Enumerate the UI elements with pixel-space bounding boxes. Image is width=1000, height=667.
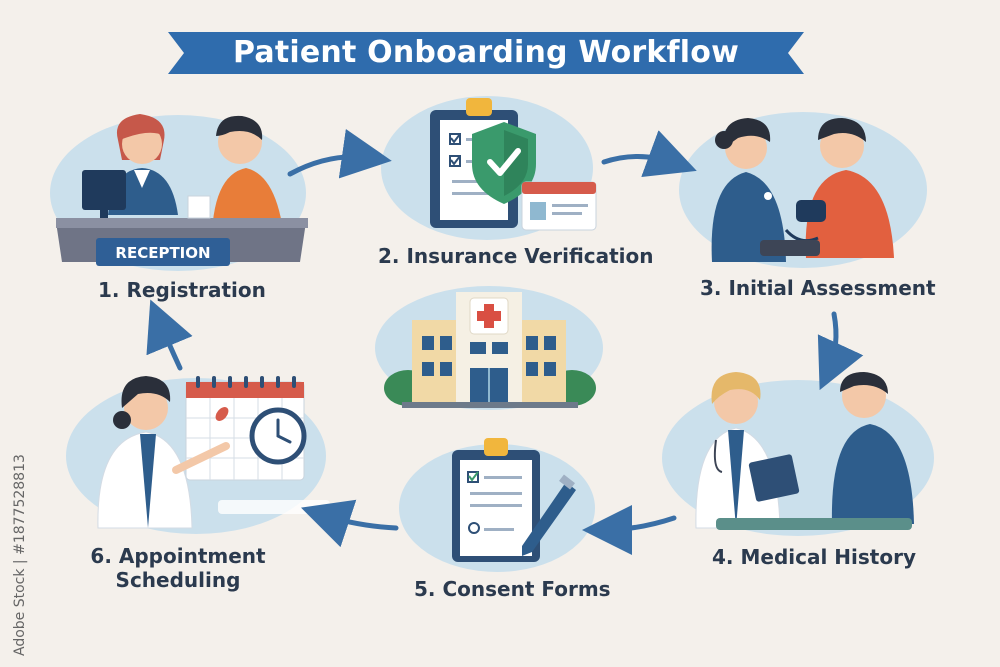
appointment-scheduling-illustration bbox=[66, 376, 330, 534]
arrow-assessment-to-history bbox=[817, 311, 864, 391]
stock-watermark-text: Adobe Stock | #1877528813 bbox=[12, 454, 28, 656]
step-6-label-line-1: 6. Appointment bbox=[90, 544, 266, 568]
step-3-label: 3. Initial Assessment bbox=[700, 276, 936, 300]
step-6-label-line-2: Scheduling bbox=[115, 568, 241, 592]
arrow-registration-to-insurance bbox=[287, 129, 392, 179]
registration-illustration: RECEPTION bbox=[50, 114, 308, 271]
reception-sign: RECEPTION bbox=[115, 244, 210, 262]
step-6-label: 6. Appointment Scheduling bbox=[88, 544, 268, 592]
arrow-scheduling-to-registration bbox=[146, 299, 193, 371]
insurance-verification-illustration bbox=[381, 96, 597, 240]
banner-ribbon bbox=[168, 32, 804, 74]
step-4-label: 4. Medical History bbox=[712, 545, 916, 569]
arrow-insurance-to-assessment bbox=[601, 130, 697, 178]
hospital-illustration bbox=[375, 286, 603, 410]
diagram-title: Patient Onboarding Workflow bbox=[233, 35, 739, 70]
title-banner: Patient Onboarding Workflow bbox=[168, 30, 804, 76]
stock-watermark: Adobe Stock | #1877528813 bbox=[8, 420, 30, 660]
step-5-label: 5. Consent Forms bbox=[414, 577, 611, 601]
step-2-label: 2. Insurance Verification bbox=[378, 244, 654, 268]
consent-forms-illustration bbox=[399, 438, 595, 572]
step-1-label: 1. Registration bbox=[98, 278, 266, 302]
arrow-history-to-consent bbox=[582, 504, 677, 555]
arrow-consent-to-scheduling bbox=[301, 499, 399, 548]
initial-assessment-illustration bbox=[679, 112, 927, 268]
medical-history-illustration bbox=[662, 372, 934, 536]
